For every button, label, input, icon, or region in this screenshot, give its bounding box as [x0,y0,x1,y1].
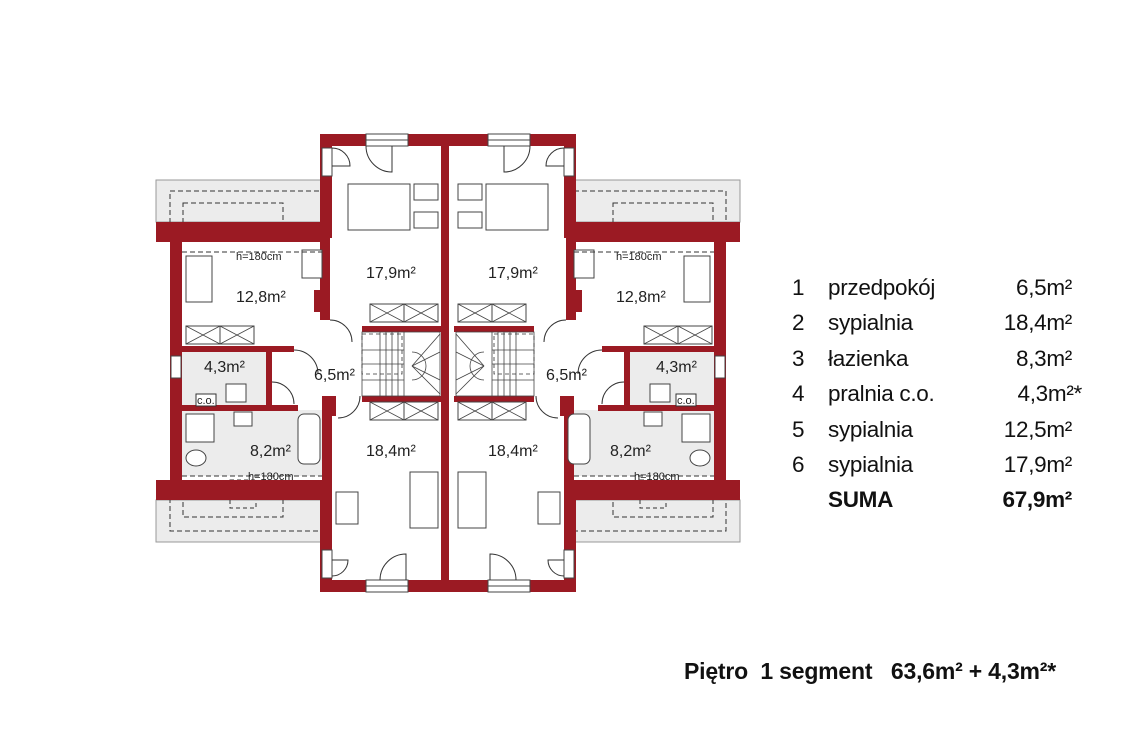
legend-row-area: 4,3m²* [1017,381,1083,407]
room-area-bedroom-side-right: 12,8m² [616,289,666,306]
legend-row-number: 3 [792,345,805,371]
room-area-bedroom-top-left: 17,9m² [366,265,416,282]
room-area-hall-right: 6,5m² [546,367,588,384]
legend-row-name: sypialnia [828,310,913,336]
legend-row: 1 przedpokój 6,5m² [788,270,1088,305]
room-area-bedroom-bottom-left: 18,4m² [366,443,416,460]
room-legend: 1 przedpokój 6,5m² 2 sypialnia 18,4m² 3 … [788,270,1088,518]
boiler-label-left: c.o. [197,395,215,407]
room-area-hall-left: 6,5m² [314,367,356,384]
legend-row: 6 sypialnia 17,9m² [788,447,1088,482]
legend-row-number: 1 [792,275,805,300]
legend-row-area: 12,5m² [1003,416,1073,442]
legend-row-number: 5 [792,416,805,442]
legend-total-label: SUMA [828,487,894,513]
legend-row: 5 sypialnia 12,5m² [788,412,1088,447]
legend-total-row: SUMA 67,9m² [788,482,1088,517]
room-area-laundry-left: 4,3m² [204,359,246,376]
legend-row-name: przedpokój [828,275,936,300]
legend-row-number: 2 [792,310,805,336]
height-note-bottom-left: h=180cm [248,471,294,483]
height-note-top-left: h=180cm [236,251,282,263]
staircase-right [455,331,535,397]
legend-row: 3 łazienka 8,3m² [788,341,1088,376]
legend-row: 2 sypialnia 18,4m² [788,305,1088,340]
legend-row-number: 4 [792,381,805,407]
legend-row-area: 18,4m² [1003,310,1073,336]
room-area-bedroom-bottom-right: 18,4m² [488,443,538,460]
room-area-bedroom-side-left: 12,8m² [236,289,286,306]
room-area-laundry-right: 4,3m² [656,359,698,376]
legend-row-name: łazienka [828,345,909,371]
legend-total-area: 67,9m² [1002,487,1073,513]
legend-row-name: sypialnia [828,451,913,477]
legend-row-name: pralnia c.o. [828,381,935,407]
room-area-bathroom-right: 8,2m² [610,443,652,460]
left-segment: 17,9m² 12,8m² 4,3m² 6,5m² 8,2m² 18,4m² h… [155,133,449,593]
room-area-bathroom-left: 8,2m² [250,443,292,460]
staircase-left [361,331,441,397]
legend-row-area: 8,3m² [1015,345,1072,371]
boiler-label-right: c.o. [677,395,695,407]
legend-row-number: 6 [792,451,805,477]
roof-overhang-top-left [155,179,325,223]
legend-row-name: sypialnia [828,416,913,442]
roof-overhang-bottom-left [155,499,325,543]
legend-row-area: 17,9m² [1003,451,1073,477]
room-area-bedroom-top-right: 17,9m² [488,265,538,282]
right-segment: 17,9m² 12,8m² 4,3m² 6,5m² 8,2m² 18,4m² h… [449,133,741,593]
height-note-top-right: h=180cm [616,251,662,263]
legend-row-area: 6,5m² [1015,275,1072,300]
height-note-bottom-right: h=180cm [634,471,680,483]
floor-summary: Piętro 1 segment 63,6m² + 4,3m²* [684,658,1057,684]
floor-plan: 17,9m² 12,8m² 4,3m² 6,5m² 8,2m² 18,4m² h… [155,133,741,593]
legend-row: 4 pralnia c.o. 4,3m²* [788,376,1088,411]
